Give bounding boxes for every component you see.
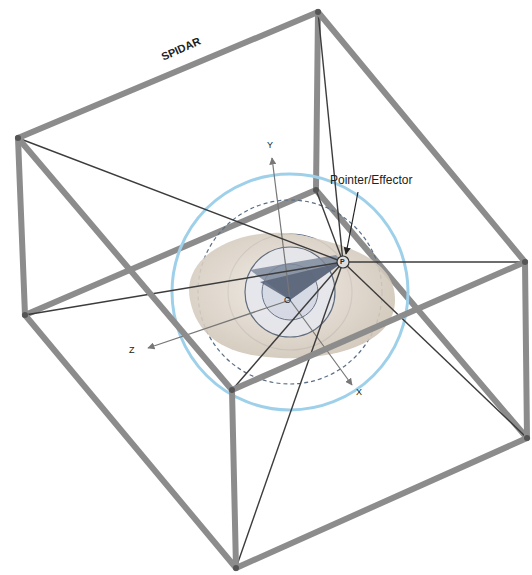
strings [18, 12, 527, 568]
axis-label: Z [129, 346, 135, 355]
frame-back [25, 12, 527, 438]
axis-label: Y [267, 141, 273, 150]
part-name: Pointer/Effector [330, 174, 413, 186]
frame-front [18, 12, 527, 568]
axis-label: X [356, 388, 362, 397]
corner-dots [15, 9, 530, 571]
leader-line [346, 192, 358, 254]
origin-label: O [284, 296, 291, 305]
workspace-sphere [172, 174, 408, 410]
point-label: P [340, 258, 345, 265]
pointer-ball [337, 256, 349, 268]
device-name: SPIDAR [160, 36, 202, 63]
